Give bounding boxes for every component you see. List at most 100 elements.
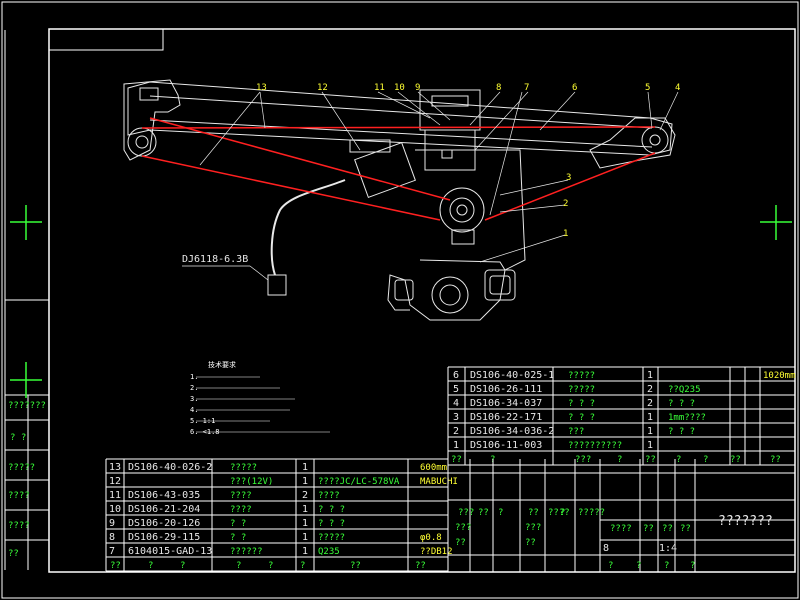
left-strip-label: ?? — [8, 549, 19, 559]
stage-cell: ???? — [610, 524, 632, 534]
main-rail — [127, 81, 673, 156]
stage-cell: ?? — [680, 524, 691, 534]
table-header: ??? — [575, 455, 591, 465]
part-material: Q235 — [318, 547, 340, 557]
left-strip-label: ???? — [8, 491, 30, 501]
table-header: ?? — [770, 455, 781, 465]
motor — [354, 142, 416, 198]
note-line: 3. — [190, 395, 198, 403]
design-cell: ?? — [525, 538, 536, 548]
lower-hub — [431, 276, 469, 314]
table-header: ?? — [730, 455, 741, 465]
part-number: 2 — [453, 426, 459, 437]
note-line: 1. — [190, 373, 198, 381]
part-number: 9 — [109, 518, 115, 529]
part-qty: 2 — [647, 384, 653, 395]
part-name: ? ? ? — [568, 413, 595, 423]
part-material: ? ? ? — [318, 519, 345, 529]
part-qty: 1 — [302, 546, 308, 557]
table-header: ?? — [110, 561, 121, 571]
part-code: DS106-43-035 — [128, 490, 200, 501]
part-qty: 1 — [647, 440, 653, 451]
part-name: ?????? — [230, 547, 263, 557]
part-number: 5 — [453, 384, 459, 395]
part-qty: 1 — [647, 412, 653, 423]
part-code: DS106-21-204 — [128, 504, 200, 515]
callout-12: 12 — [317, 83, 328, 93]
callout-9: 9 — [415, 83, 420, 93]
callout-8: 8 — [496, 83, 501, 93]
table-header: ?? — [415, 561, 426, 571]
connector — [267, 274, 287, 296]
part-material: ????JC/LC-578VA — [318, 477, 400, 487]
part-qty: 1 — [302, 518, 308, 529]
part-number: 12 — [109, 476, 121, 487]
part-code: DS106-22-171 — [470, 412, 542, 423]
design-row: ???? — [548, 508, 570, 518]
part-qty: 1 — [647, 426, 653, 437]
part-material: ??Q235 — [668, 385, 701, 395]
left-strip-label: ? ? — [10, 433, 26, 443]
cable-label: DJ6118-6.3B — [182, 254, 248, 265]
design-row: ????? — [578, 508, 605, 518]
part-note: MABUCHI — [420, 477, 458, 487]
note-line: 2. — [190, 384, 198, 392]
part-qty: 2 — [302, 490, 308, 501]
callout-6: 6 — [572, 83, 577, 93]
part-qty: 1 — [647, 370, 653, 381]
part-code: DS106-34-036-2 — [470, 426, 554, 437]
part-material: ???? — [318, 491, 340, 501]
drive-cables — [141, 117, 656, 221]
left-strip-label: ???? — [8, 521, 30, 531]
part-name: ???? — [230, 505, 252, 515]
design-row: ? — [498, 508, 503, 518]
part-material: ? ? ? — [318, 505, 345, 515]
part-code: 6104015-GAD-13 — [128, 546, 212, 557]
part-note: φ0.8 — [420, 533, 442, 543]
part-material: ? ? ? — [668, 399, 695, 409]
part-number: 8 — [109, 532, 115, 543]
callout-4: 4 — [675, 83, 680, 93]
design-row: ??? — [458, 508, 474, 518]
scale-value: 1:4 — [659, 543, 677, 554]
wire-harness — [270, 179, 346, 276]
note-line: 4. — [190, 406, 198, 414]
callout-2: 2 — [563, 199, 568, 209]
table-header: ? — [703, 455, 708, 465]
stage-cell: ?? — [643, 524, 654, 534]
part-code: DS106-40-025-1 — [470, 370, 554, 381]
part-name: ? ? ? — [568, 399, 595, 409]
part-qty: 1 — [302, 462, 308, 473]
callout-10: 10 — [394, 83, 405, 93]
table-header: ? — [268, 561, 273, 571]
part-number: 4 — [453, 398, 459, 409]
part-qty: 1 — [302, 476, 308, 487]
callout-11: 11 — [374, 83, 385, 93]
sheet-number: 8 — [603, 543, 609, 554]
part-material: 1mm???? — [668, 413, 706, 423]
part-code: DS106-29-115 — [128, 532, 200, 543]
notes-title: 技术要求 — [208, 360, 236, 369]
design-row: ?? — [478, 508, 489, 518]
table-header: ? — [617, 455, 622, 465]
table-header: ?? — [350, 561, 361, 571]
part-code: DS106-26-111 — [470, 384, 542, 395]
part-name: ? ? — [230, 519, 246, 529]
drawing-title: ??????? — [718, 514, 773, 529]
part-qty: 2 — [647, 398, 653, 409]
part-number: 10 — [109, 504, 121, 515]
part-name: ????? — [568, 385, 595, 395]
callout-5: 5 — [645, 83, 650, 93]
side-note: 1020mm — [763, 371, 796, 381]
callout-7: 7 — [524, 83, 529, 93]
drive-gear — [439, 187, 485, 233]
design-cell: ??? — [525, 523, 541, 533]
callout-labels: 13 12 11 10 9 8 7 6 5 4 3 2 1 — [256, 83, 680, 239]
part-number: 13 — [109, 462, 121, 473]
bottom-cell: ? — [664, 561, 669, 571]
